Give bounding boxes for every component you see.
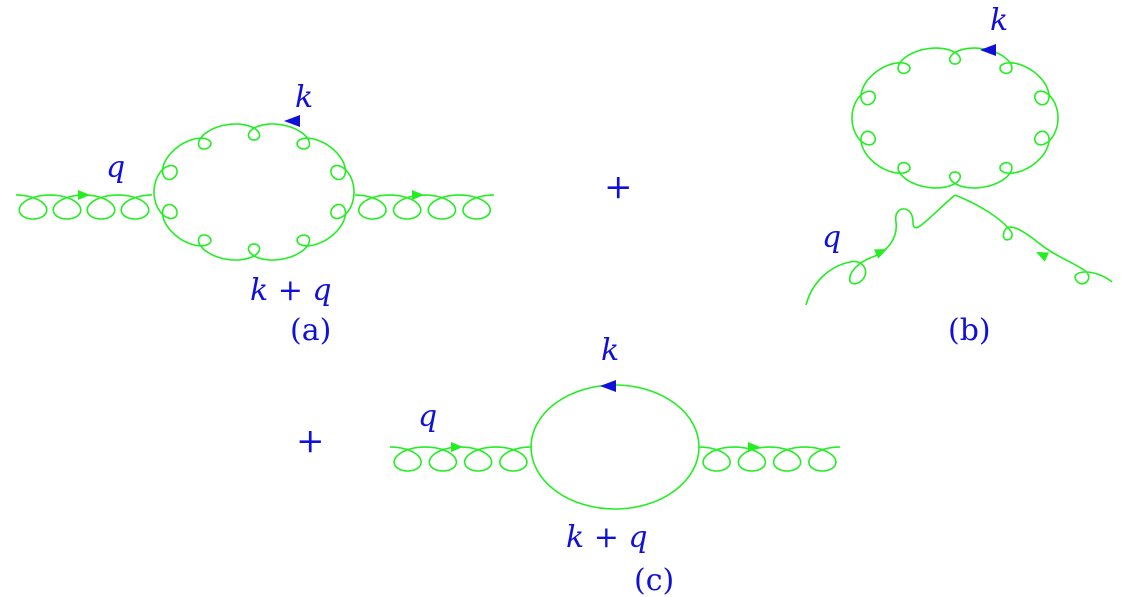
diagram-a-momentum-arrow-k: [284, 115, 300, 127]
diagram-a-label-q: q: [106, 150, 125, 185]
diagram-b-gluon-loop: [851, 47, 1059, 189]
diagram-a-gluon-arrow-out: [412, 190, 424, 200]
diagram-b-label-q: q: [822, 220, 841, 255]
diagram-b-gluon-arrow-in: [874, 249, 887, 259]
diagram-c-gluon-arrow-in: [451, 442, 463, 452]
diagram-b-label-k: k: [990, 3, 1008, 38]
diagram-c-label-k-plus-q: k + q: [566, 520, 648, 555]
diagram-a-gluon-arrow-in: [78, 190, 90, 200]
diagram-a-outgoing-gluon: [354, 194, 495, 220]
diagram-c-gluon-lines: [389, 442, 841, 472]
diagram-c-incoming-gluon: [389, 446, 532, 472]
diagram-b-gluon-legs: [805, 194, 1113, 306]
diagram-b-left-leg: [805, 194, 956, 306]
diagram-c-label-q: q: [418, 399, 437, 434]
diagram-b-gluon-arrow-out: [1036, 252, 1049, 262]
diagram-a-caption: (a): [290, 313, 331, 348]
diagram-a-loop-path: [153, 123, 355, 261]
diagram-b-caption: (b): [948, 313, 991, 348]
diagram-c-outgoing-gluon: [698, 446, 841, 472]
diagram-c-ghost-loop: [530, 384, 700, 510]
diagram-c: k q k + q (c): [389, 333, 841, 597]
diagram-c-momentum-arrow-k: [600, 380, 616, 392]
diagram-b-right-leg: [954, 194, 1113, 285]
diagram-c-label-k: k: [601, 333, 619, 368]
diagram-b-momentum-arrow-k: [980, 44, 996, 56]
diagram-a-gluon-lines: [15, 190, 495, 220]
diagram-c-gluon-arrow-out: [748, 442, 760, 452]
diagram-b-loop-path: [851, 47, 1059, 189]
diagram-a-label-k-plus-q: k + q: [250, 273, 332, 308]
diagram-a-gluon-loop: [153, 123, 355, 261]
plus-sign-ab: +: [604, 167, 633, 207]
diagram-b: k q (b): [805, 3, 1113, 348]
plus-sign-c: +: [296, 421, 325, 461]
diagram-a: k q k + q (a): [15, 80, 495, 348]
diagram-a-label-k: k: [295, 80, 313, 115]
diagram-c-caption: (c): [634, 563, 674, 597]
diagram-a-incoming-gluon: [15, 194, 153, 220]
